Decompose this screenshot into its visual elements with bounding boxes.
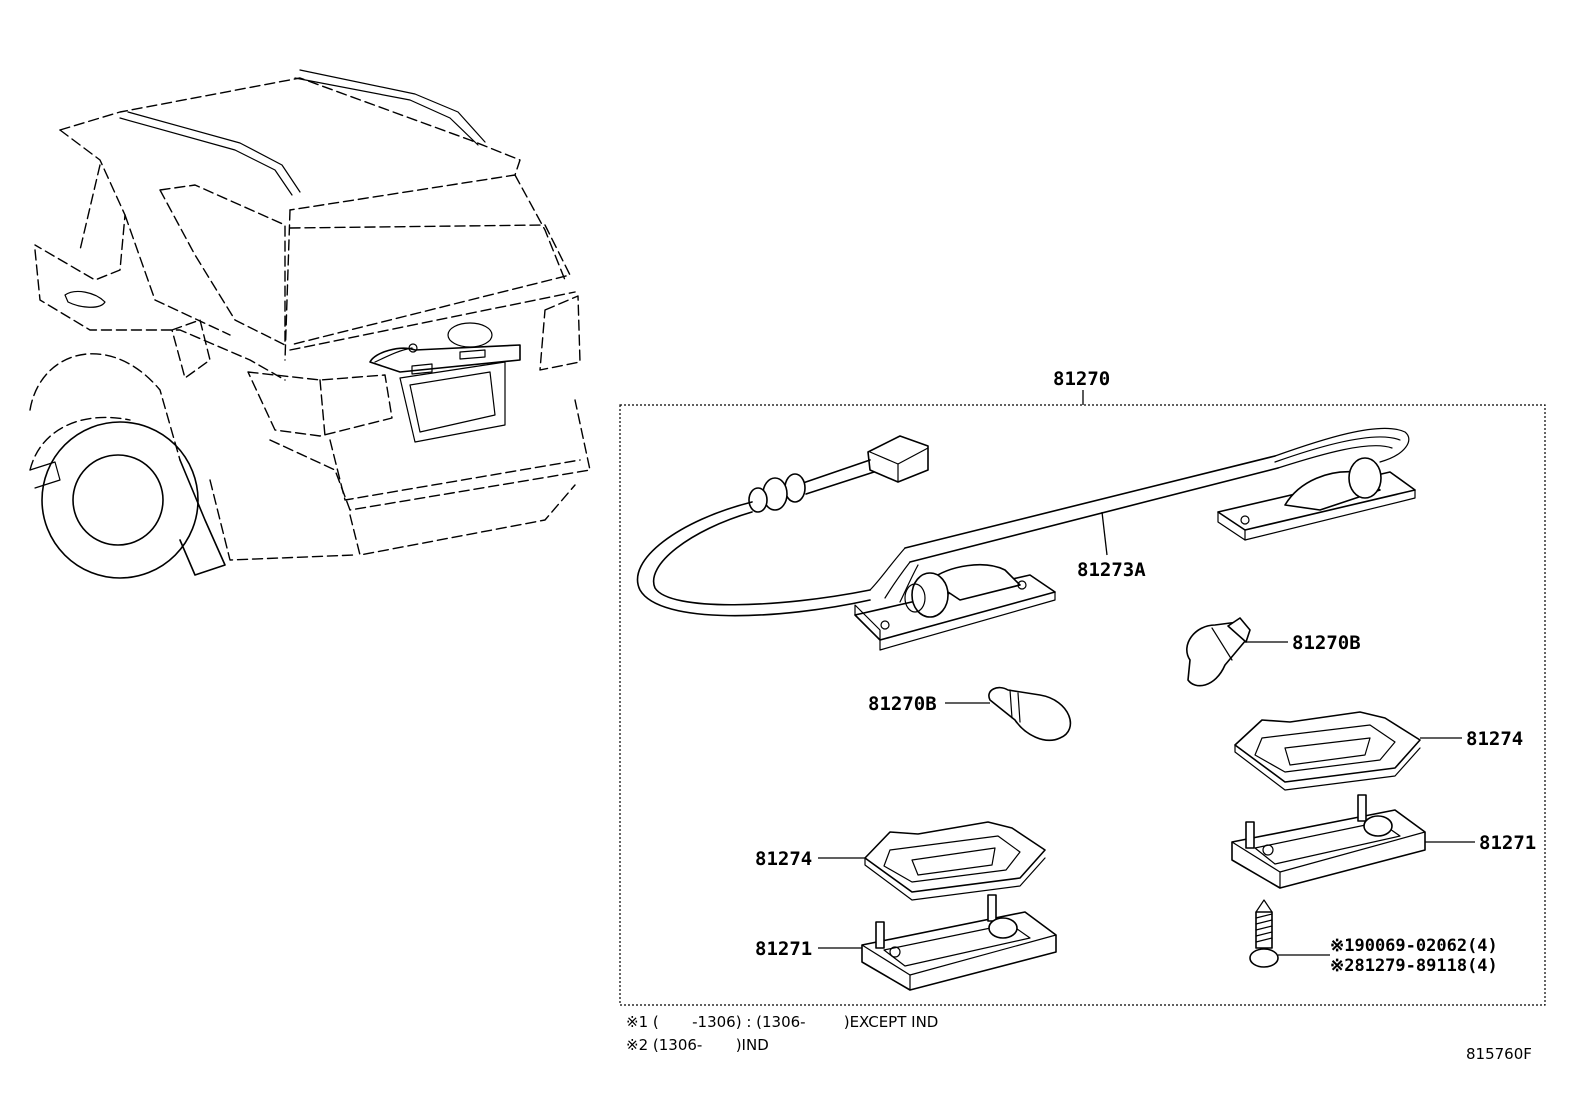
housing-right: [1231, 794, 1426, 889]
lens-right: [1234, 711, 1421, 791]
assembly-frame: [619, 390, 1546, 1006]
lamp-socket-right: [1217, 457, 1416, 541]
bulb-left: [988, 686, 1072, 742]
leader-lines: [818, 511, 1475, 956]
label-screw-2: ※281279-89118(4): [1330, 956, 1498, 976]
housing-left: [861, 894, 1057, 991]
wire-harness: [636, 427, 1410, 617]
label-81274-left: 81274: [755, 848, 812, 870]
label-81270: 81270: [1053, 368, 1110, 390]
label-81271-left: 81271: [755, 938, 812, 960]
bulb-right: [1186, 617, 1251, 687]
label-81274-right: 81274: [1466, 728, 1523, 750]
label-screw-1: ※190069-02062(4): [1330, 936, 1498, 956]
label-81271-right: 81271: [1479, 832, 1536, 854]
diagram-id: 815760F: [1466, 1045, 1532, 1063]
label-81270b-right: 81270B: [1292, 632, 1361, 654]
label-81273a: 81273A: [1077, 559, 1146, 581]
vehicle-illustration: [29, 69, 591, 579]
footnote-1: ※1 ( -1306) : (1306- )EXCEPT IND: [626, 1013, 938, 1031]
lamp-socket-left: [854, 564, 1056, 651]
screw: [1249, 899, 1279, 968]
footnote-2: ※2 (1306- )IND: [626, 1036, 769, 1054]
lens-left: [864, 821, 1046, 901]
label-81270b-left: 81270B: [868, 693, 937, 715]
